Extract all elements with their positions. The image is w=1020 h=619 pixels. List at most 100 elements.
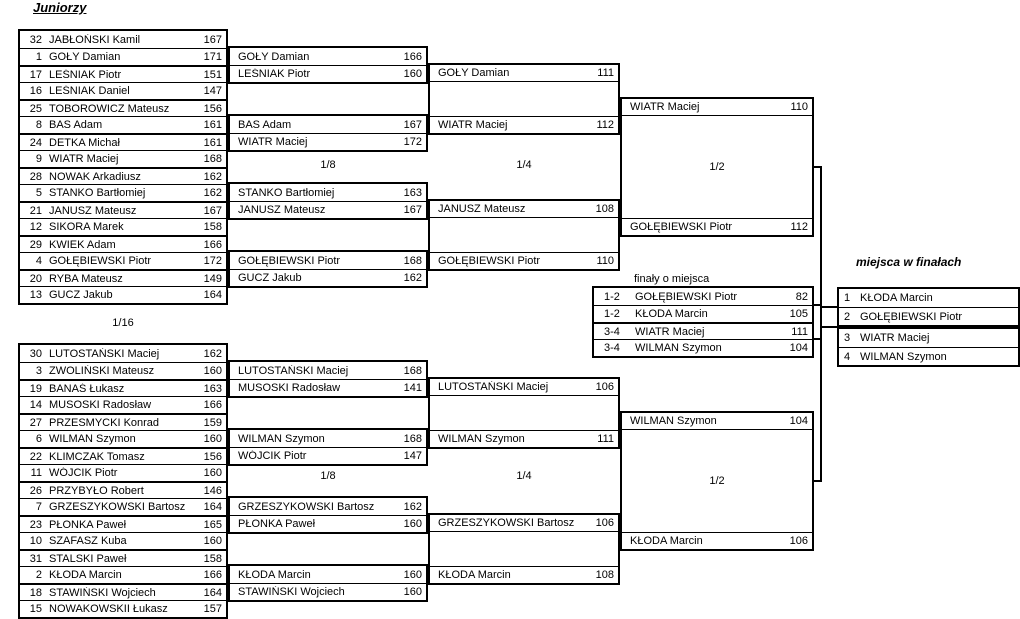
player-row: 2 KŁODA Marcin 166 xyxy=(20,566,226,583)
player-name: GOŁY Damian xyxy=(438,67,510,79)
player-score: 106 xyxy=(595,381,614,393)
player-name: KLIMCZAK Tomasz xyxy=(49,450,145,463)
player-name: GRZESZYKOWSKI Bartosz xyxy=(438,517,575,529)
player-seed: 9 xyxy=(35,153,42,165)
player-name: LEŚNIAK Daniel xyxy=(49,85,130,97)
player-score: 105 xyxy=(789,308,808,320)
player-name: STALSKI Paweł xyxy=(49,552,127,565)
player-name: LUTOSTAŃSKI Maciej xyxy=(238,364,349,377)
player-name: GOŁĘBIEWSKI Piotr xyxy=(438,255,541,267)
player-score: 158 xyxy=(203,552,222,565)
finals-label: finały o miejsca xyxy=(634,273,710,285)
player-row: 24 DETKA Michał 161 xyxy=(20,133,226,150)
connector-line xyxy=(814,166,822,168)
player-score: 111 xyxy=(597,67,614,79)
player-score: 112 xyxy=(596,119,614,131)
player-score: 82 xyxy=(795,290,808,303)
player-row: 14 MUSOSKI Radosław 166 xyxy=(20,396,226,413)
player-seed: 8 xyxy=(35,119,42,131)
player-row: 32 JABŁOŃSKI Kamil 167 xyxy=(20,31,226,48)
player-seed: 19 xyxy=(29,382,42,395)
player-name: NOWAKOWSKII Łukasz xyxy=(49,603,168,615)
round-label-1-16: 1/16 xyxy=(112,317,134,329)
player-score: 166 xyxy=(403,50,422,63)
player-row: 18 STAWIŃSKI Wojciech 164 xyxy=(20,583,226,600)
standings-place: 2 xyxy=(844,310,851,323)
player-name: BAS Adam xyxy=(238,118,292,131)
player-name: GUCZ Jakub xyxy=(49,289,113,301)
player-name: LUTOSTAŃSKI Maciej xyxy=(438,381,549,393)
match-row: GOŁY Damian 111 xyxy=(430,65,618,82)
player-score: 167 xyxy=(203,204,222,217)
player-score: 112 xyxy=(790,221,808,233)
standings-place: 1 xyxy=(844,292,851,304)
player-seed: 21 xyxy=(29,204,42,217)
player-score: 104 xyxy=(789,342,808,354)
player-row: 3 ZWOLIŃSKI Mateusz 160 xyxy=(20,362,226,379)
player-score: 162 xyxy=(203,170,222,183)
player-score: 160 xyxy=(403,586,422,598)
player-score: 146 xyxy=(203,484,222,497)
player-name: SZAFASZ Kuba xyxy=(49,535,127,547)
player-row: 23 PŁONKA Paweł 165 xyxy=(20,515,226,532)
player-seed: 17 xyxy=(29,68,42,81)
player-score: 108 xyxy=(595,203,614,215)
player-seed: 18 xyxy=(29,586,42,599)
player-seed: 16 xyxy=(29,85,42,97)
player-name: KŁODA Marcin xyxy=(238,568,311,581)
player-row: 19 BANAŚ Łukasz 163 xyxy=(20,379,226,396)
player-name: WÓJCIK Piotr xyxy=(238,450,307,462)
player-score: 160 xyxy=(203,365,222,377)
player-seed: 10 xyxy=(29,535,42,547)
player-score: 141 xyxy=(403,382,422,394)
player-name: STANKO Bartłomiej xyxy=(238,186,335,199)
player-name: LUTOSTAŃSKI Maciej xyxy=(49,347,160,360)
player-name: GOŁY Damian xyxy=(238,50,310,63)
player-score: 166 xyxy=(203,399,222,411)
player-name: KWIEK Adam xyxy=(49,238,116,251)
player-score: 172 xyxy=(203,255,222,267)
player-score: 168 xyxy=(403,432,422,445)
player-name: WILMAN Szymon xyxy=(438,433,525,445)
player-score: 164 xyxy=(203,586,222,599)
player-seed: 29 xyxy=(29,238,42,251)
player-score: 164 xyxy=(203,501,222,513)
player-row: 13 GUCZ Jakub 164 xyxy=(20,286,226,303)
player-name: KŁODA Marcin xyxy=(49,569,122,581)
player-score: 160 xyxy=(403,568,422,581)
round-label-1-8-bottom: 1/8 xyxy=(320,470,336,482)
player-row: 8 BAS Adam 161 xyxy=(20,116,226,133)
player-row: 16 LEŚNIAK Daniel 147 xyxy=(20,82,226,99)
player-score: 160 xyxy=(403,518,422,530)
standings-title: miejsca w finałach xyxy=(856,255,962,269)
player-score: 167 xyxy=(203,33,222,46)
player-row: 9 WIATR Maciej 168 xyxy=(20,150,226,167)
player-seed: 5 xyxy=(35,187,42,199)
player-seed: 25 xyxy=(29,102,42,115)
player-row: 12 SIKORA Marek 158 xyxy=(20,218,226,235)
player-row: 6 WILMAN Szymon 160 xyxy=(20,430,226,447)
player-row: 26 PRZYBYŁO Robert 146 xyxy=(20,481,226,498)
player-name: JABŁOŃSKI Kamil xyxy=(49,33,141,46)
player-seed: 12 xyxy=(29,221,42,233)
player-score: 156 xyxy=(203,450,222,463)
